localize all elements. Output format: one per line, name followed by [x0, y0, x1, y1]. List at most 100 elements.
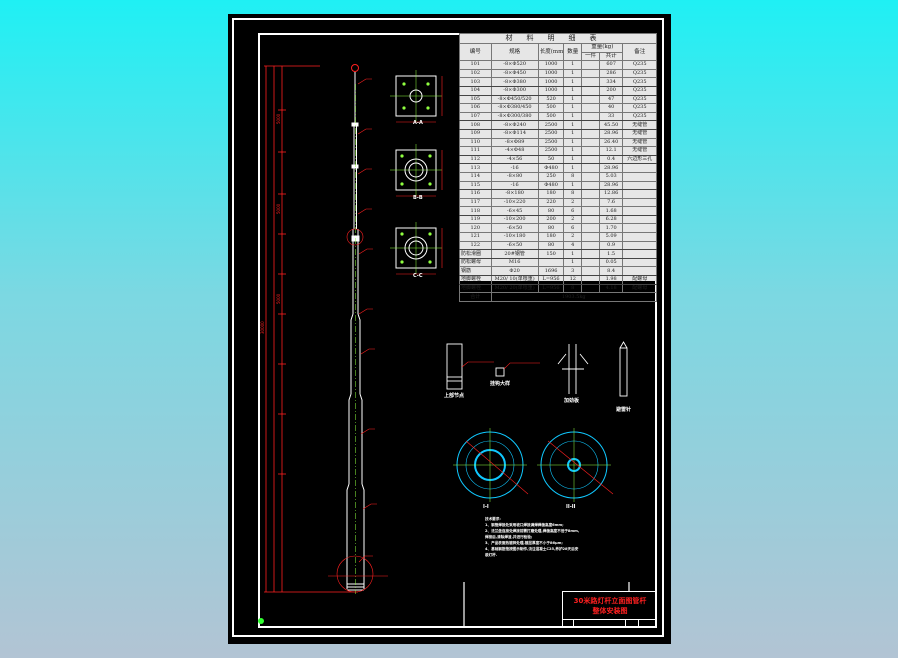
- cell-qty: 1: [563, 77, 583, 87]
- cell-length: 200: [537, 214, 565, 225]
- cell-each: [581, 232, 600, 242]
- cell-total: 45.50: [598, 120, 624, 130]
- note-item: 1、钢管焊接处采用坡口焊接满焊焊缝高度6mm;: [485, 523, 564, 527]
- cell-remark: Q235: [622, 60, 657, 70]
- cell-spec: -16: [490, 180, 539, 191]
- cell-no: 106: [459, 103, 492, 113]
- cell-length: 50: [537, 154, 565, 165]
- cell-each: [581, 60, 600, 70]
- table-title: 材料明细表: [459, 33, 657, 44]
- cell-no: 118: [459, 206, 492, 216]
- cell-spec: -8×Φ450/520: [490, 94, 539, 105]
- cell-qty: 1: [563, 180, 583, 191]
- drawing-sheet: 30000 5000 5000 5000: [228, 14, 671, 644]
- cell-spec: -8×Φ450: [490, 68, 539, 79]
- cell-each: [581, 266, 600, 277]
- cell-total: 5.09: [598, 232, 624, 242]
- cell-total: 47: [598, 94, 624, 105]
- cell-no: 108: [459, 120, 492, 130]
- cell-length: 1000: [537, 85, 565, 96]
- cell-no: 117: [459, 197, 492, 208]
- drawing-title-line-1: 30米路灯杆立面图管杆: [573, 597, 647, 605]
- cell-length: 1000: [537, 77, 565, 87]
- cell-total: 1.98: [598, 275, 624, 285]
- cell-each: [581, 223, 600, 234]
- detail-leaders: [461, 361, 540, 370]
- cell-no: 101: [459, 60, 492, 70]
- dim-seg3: 5000: [276, 293, 281, 304]
- cell-total: 286: [598, 68, 624, 79]
- cell-remark: Q235: [622, 77, 657, 87]
- cell-length: 1696: [537, 266, 565, 277]
- cell-remark: Q235: [622, 85, 657, 96]
- cell-total: 1.5: [598, 249, 624, 259]
- cell-qty: 3: [563, 266, 583, 277]
- cell-no: 109: [459, 128, 492, 139]
- height-dimensions: [264, 65, 358, 593]
- cell-total: 1.68: [598, 206, 624, 216]
- cell-each: [581, 68, 600, 79]
- outer-border: [232, 18, 664, 637]
- cell-spec: -6×50: [490, 223, 539, 234]
- cell-each: [581, 240, 600, 251]
- col-weight: 重量(kg): [581, 43, 624, 53]
- cell-remark: Q235: [622, 103, 657, 113]
- cell-each: [581, 77, 600, 87]
- cell-length: 2500: [537, 137, 565, 148]
- cell-spec: -8×Φ380/450: [490, 103, 539, 113]
- cell-qty: 1: [563, 60, 583, 70]
- pole-callouts: [328, 78, 388, 593]
- cell-total: 40: [598, 103, 624, 113]
- cell-no: 112: [459, 154, 492, 165]
- cell-qty: 1: [563, 120, 583, 130]
- cell-each: [581, 249, 600, 259]
- cell-no: 115: [459, 180, 492, 191]
- cell-length: 2500: [537, 120, 565, 130]
- cell-each: [581, 85, 600, 96]
- cell-no: 121: [459, 232, 492, 242]
- ucs-marker-icon: [258, 618, 264, 624]
- cell-total: 1.70: [598, 223, 624, 234]
- cell-length: L=956: [537, 275, 565, 285]
- cell-total: 607: [598, 60, 624, 70]
- title-block: 30米路灯杆立面图管杆 整体安装图: [562, 591, 657, 628]
- cell-total: 5.03: [598, 171, 624, 182]
- cell-qty: 1: [563, 68, 583, 79]
- cell-qty: 1: [563, 146, 583, 156]
- cell-spec: M20/ 10(单根重): [490, 275, 539, 285]
- cell-total: 12.86: [598, 189, 624, 199]
- col-no: 编号: [459, 42, 492, 62]
- view-label-detail-3: 加劲板: [564, 398, 580, 404]
- material-list-table: 材料明细表 编号 规格 长度(mm) 数量 重量(kg) 备注 一件 共计 10…: [459, 33, 658, 302]
- cell-remark: Q235: [622, 111, 657, 122]
- cell-no: 111: [459, 146, 492, 156]
- cell-total: 8.4: [598, 266, 624, 277]
- cell-total: 6.28: [598, 214, 624, 225]
- col-weight-each: 一件: [581, 51, 600, 62]
- cell-remark: 无缝管: [622, 137, 657, 148]
- cell-total: 26.40: [598, 137, 624, 148]
- cell-no: 地脚螺栓: [459, 275, 492, 285]
- view-label-c: C-C: [413, 273, 423, 279]
- cell-length: 2500: [537, 128, 565, 139]
- cell-length: 80: [537, 240, 565, 251]
- cell-qty: 1: [563, 128, 583, 139]
- cell-total: 33: [598, 111, 624, 122]
- cell-spec: -8×Φ89: [490, 137, 539, 148]
- cad-drawing: 30000 5000 5000 5000: [260, 64, 630, 627]
- cell-length: [537, 257, 565, 268]
- cell-each: [581, 146, 600, 156]
- cell-remark: [622, 240, 657, 251]
- note-item: 装灯杆.: [485, 553, 498, 557]
- cell-remark: [622, 206, 657, 216]
- cell-qty: 6: [563, 206, 583, 216]
- cell-no: 地脚螺栓: [459, 283, 492, 294]
